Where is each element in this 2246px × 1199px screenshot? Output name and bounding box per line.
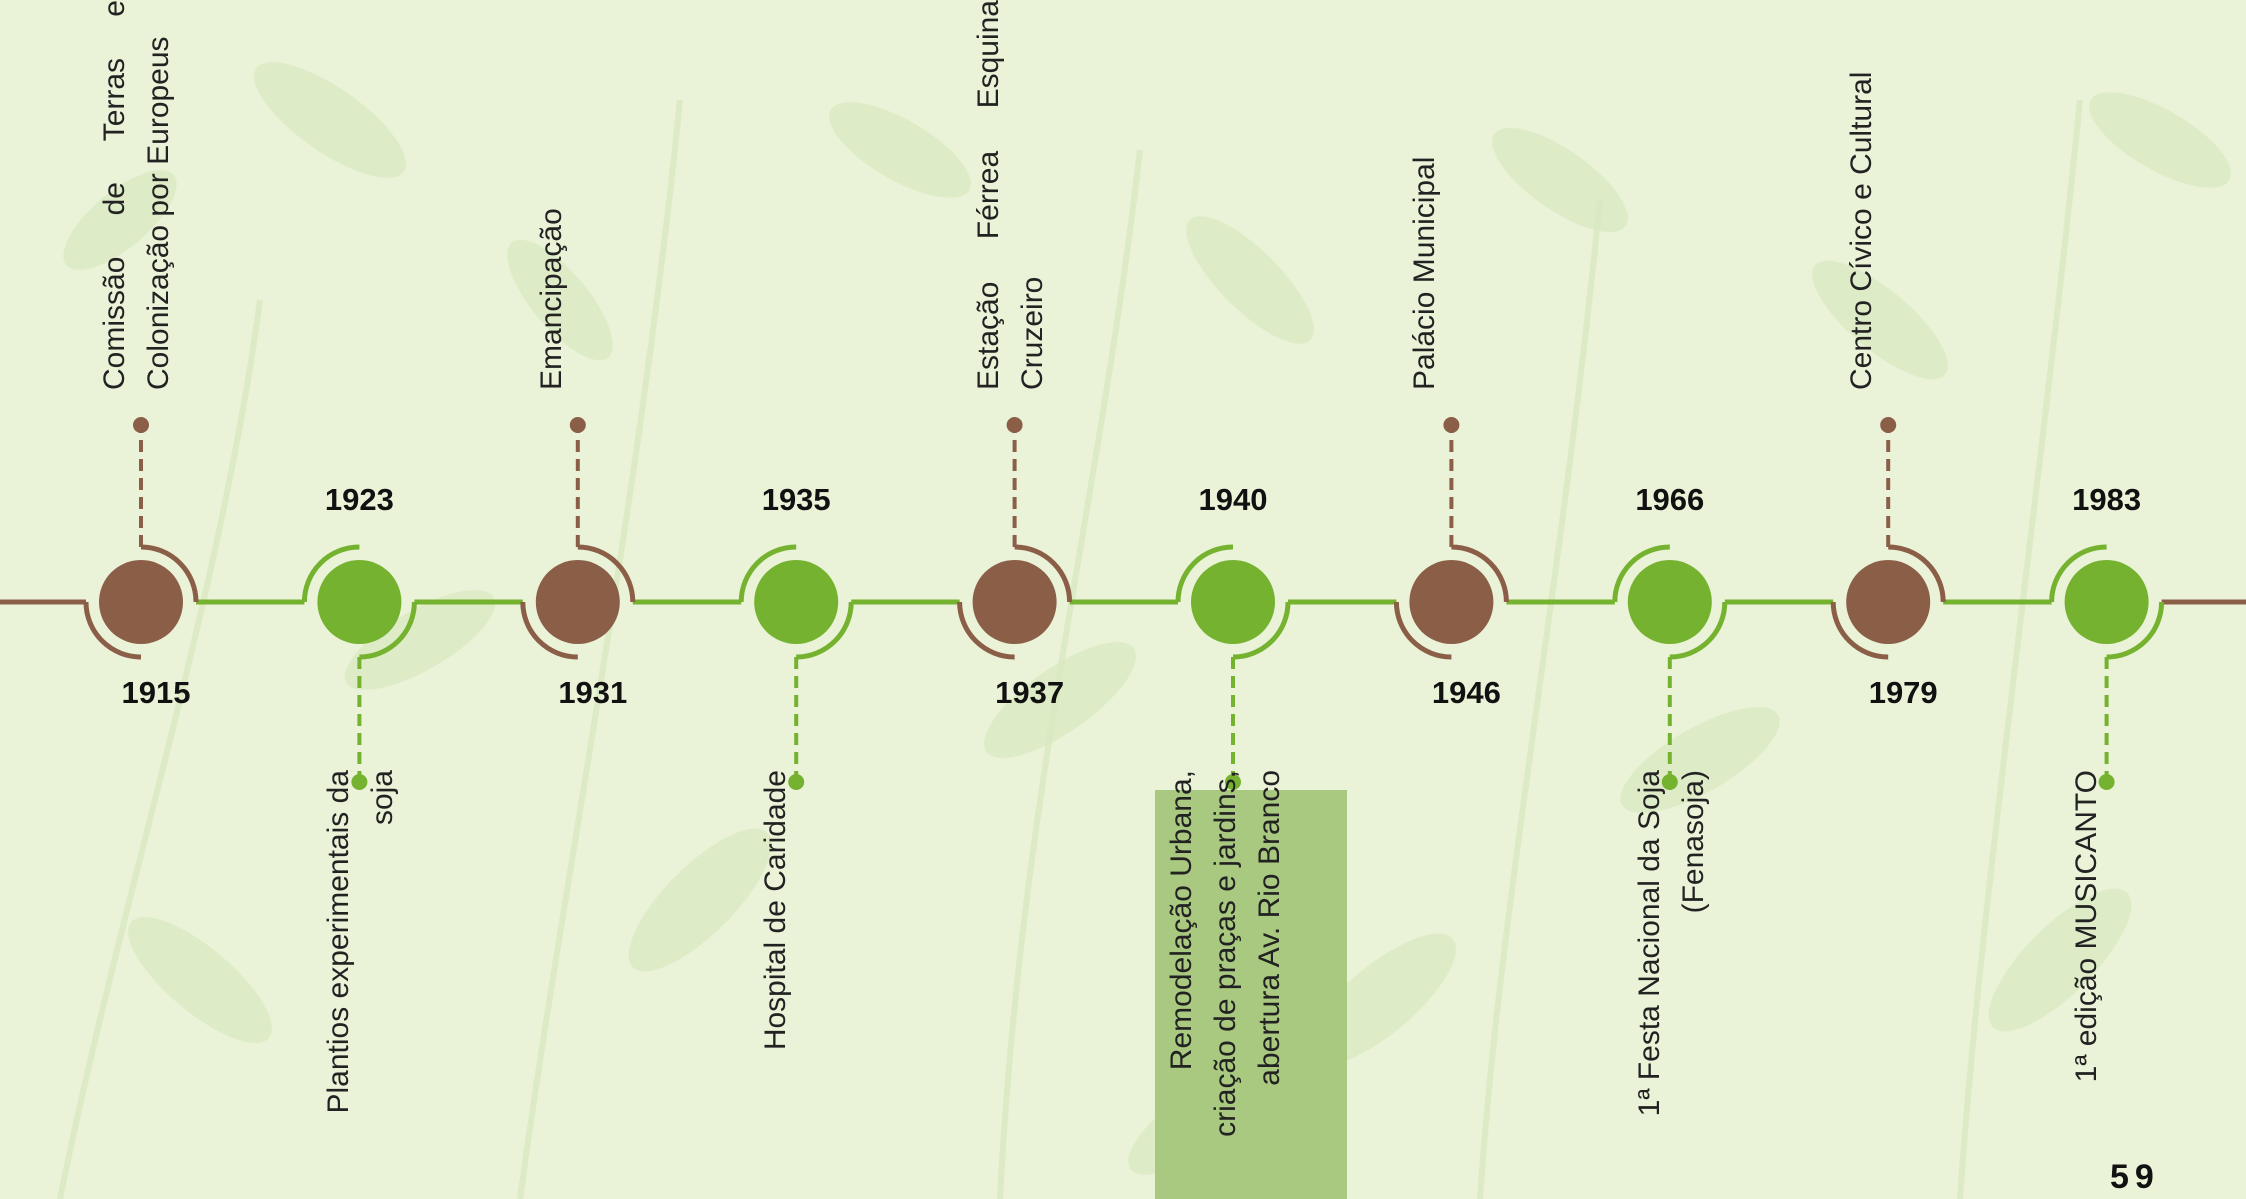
event-label: Palácio Municipal (1408, 156, 1442, 390)
connector-dot (1443, 417, 1460, 433)
timeline-node (1846, 560, 1931, 644)
year-label: 1966 (1635, 482, 1705, 517)
event-label: Plantios experimentais da soja (322, 770, 400, 1114)
event-label: Remodelação Urbana, criação de praças e … (1165, 770, 1286, 1137)
node-ring (1612, 544, 1728, 660)
node-ring (1830, 544, 1946, 660)
node-ring (1393, 544, 1509, 660)
event-label: 1ª edição MUSICANTO (2069, 770, 2103, 1083)
timeline-node (1627, 560, 1712, 644)
event-label: Estação Férrea Esquina Cruzeiro (971, 0, 1049, 390)
highlight-box (1155, 790, 1347, 1199)
node-ring (2049, 544, 2165, 660)
timeline-node (99, 560, 183, 644)
connector-dot (569, 417, 586, 433)
year-label: 1946 (1431, 675, 1501, 710)
year-label: 1983 (2072, 482, 2142, 517)
timeline-node (1409, 560, 1494, 644)
timeline-node (2064, 560, 2149, 644)
year-label: 1923 (324, 482, 394, 517)
connector-dot (788, 774, 805, 790)
event-label: Comissão de Terras e Colonização por Eur… (98, 0, 175, 390)
connector-dot (2098, 774, 2115, 790)
connector-dot (1661, 774, 1678, 790)
year-label: 1931 (558, 675, 628, 710)
timeline-node (317, 560, 402, 644)
timeline-node (535, 560, 620, 644)
event-label: 1ª Festa Nacional da Soja (Fenasoja) (1632, 770, 1710, 1117)
timeline-node (972, 560, 1057, 644)
timeline-node (1191, 560, 1275, 644)
year-label: 1937 (995, 675, 1065, 710)
year-label: 1935 (761, 482, 831, 517)
node-ring (738, 544, 854, 660)
event-label: Emancipação (534, 208, 568, 390)
node-ring (83, 544, 199, 660)
year-label: 1979 (1868, 675, 1938, 710)
timeline-node (754, 560, 839, 644)
node-ring (520, 544, 636, 660)
year-label: 1915 (121, 675, 191, 710)
node-ring (957, 544, 1073, 660)
connector-dot (1006, 417, 1023, 433)
connector-dot (1225, 774, 1241, 790)
event-label: Centro Cívico e Cultural (1845, 71, 1879, 390)
connector-dot (1880, 417, 1897, 433)
node-ring (301, 544, 417, 660)
year-label: 1940 (1198, 482, 1268, 517)
connector-dot (351, 774, 368, 790)
event-label: Hospital de Caridade (759, 770, 793, 1051)
connector-dot (133, 417, 149, 433)
page-number: 59 (2110, 1158, 2160, 1196)
node-ring (1175, 544, 1291, 660)
